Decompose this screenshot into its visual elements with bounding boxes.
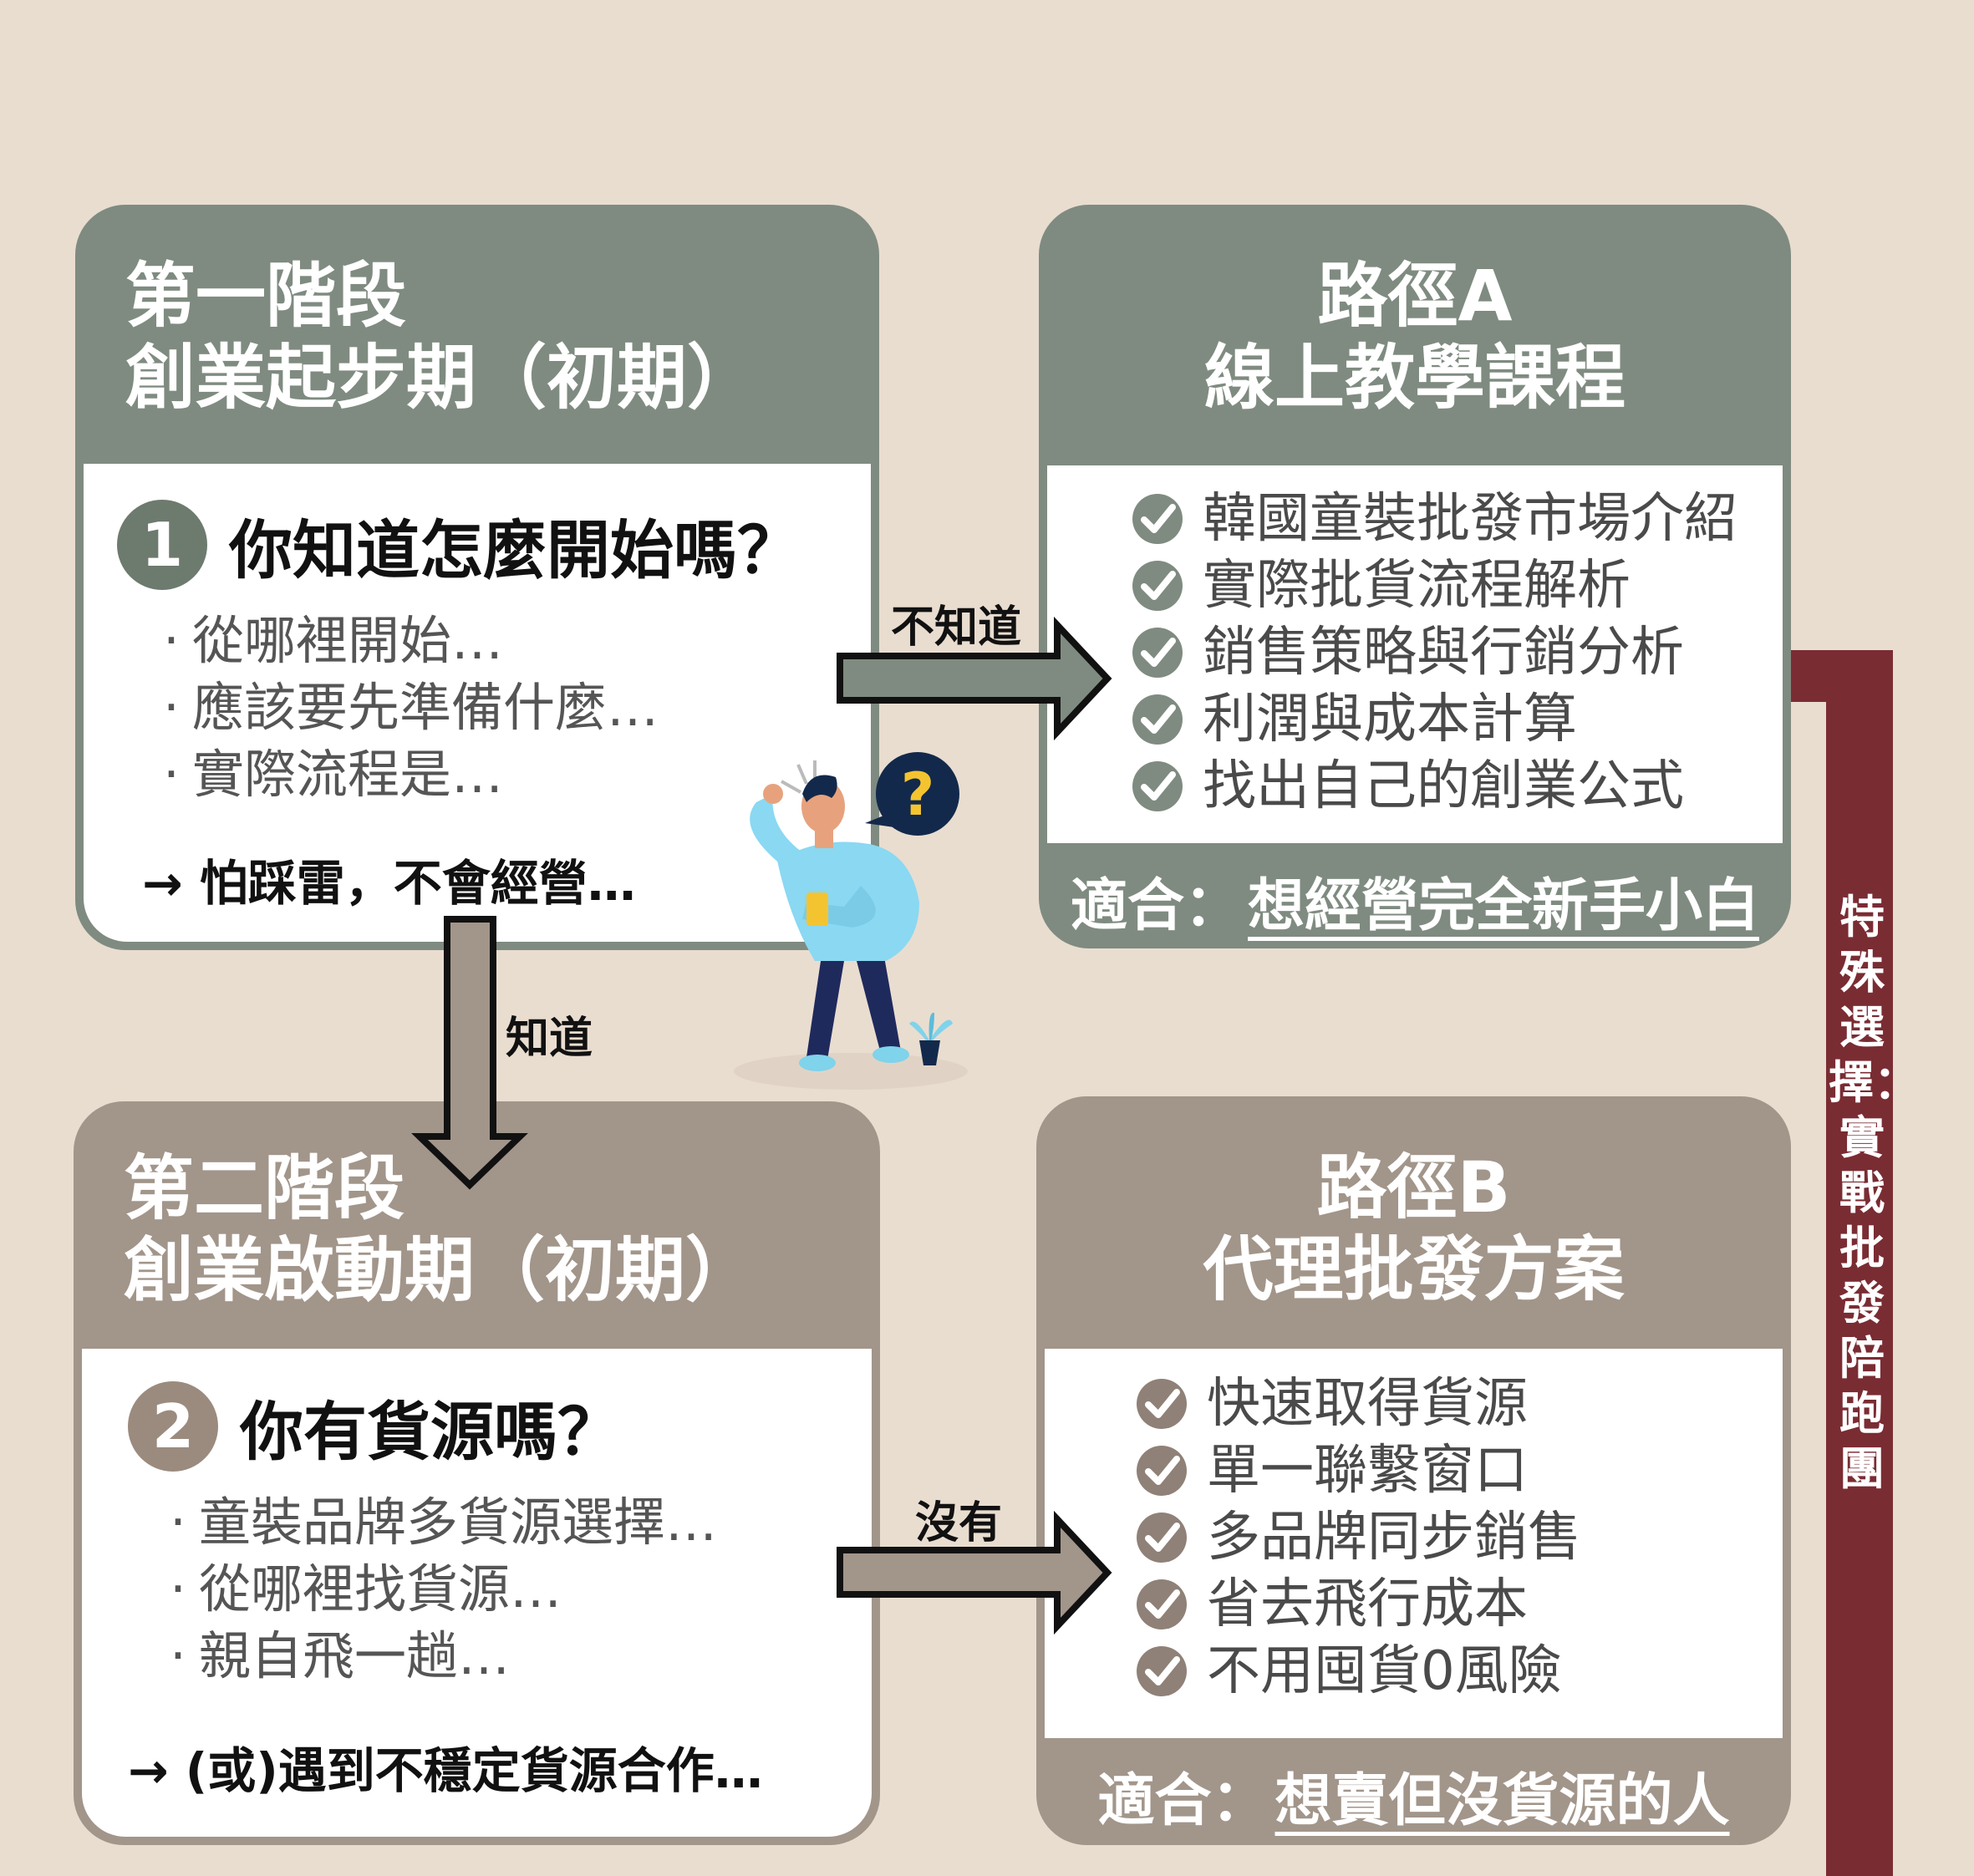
arrow-label-dont-know: 不知道: [891, 602, 1022, 653]
path-a-card: 路徑A 線上教學課程 韓國童裝批發市場介紹 實際批貨流程解析 銷售策略與行銷分析…: [1039, 205, 1791, 948]
special-option-label: 特殊選擇：實戰批發陪跑團: [1829, 891, 1919, 1495]
list-item: 省去飛行成本: [1135, 1571, 1581, 1638]
stage2-subtitle: 創業啟動期（初期）: [124, 1229, 756, 1311]
path-a-body: 韓國童裝批發市場介紹 實際批貨流程解析 銷售策略與行銷分析 利潤與成本計算 找出…: [1047, 465, 1783, 843]
path-b-header: 路徑B 代理批發方案: [1036, 1096, 1791, 1347]
step-number-2: 2: [128, 1381, 218, 1472]
path-b-item-text: 不用囤貨0風險: [1207, 1640, 1562, 1702]
list-item: 從哪裡找貨源…: [157, 1556, 717, 1623]
path-a-item-text: 韓國童裝批發市場介紹: [1203, 488, 1737, 550]
list-item: 韓國童裝批發市場介紹: [1131, 486, 1737, 552]
path-a-item-text: 實際批貨流程解析: [1203, 555, 1631, 617]
path-a-fit: 適合：想經營完全新手小白: [1039, 852, 1791, 948]
list-item: 單一聯繫窗口: [1135, 1437, 1581, 1504]
check-circle-icon: [1132, 561, 1183, 611]
path-a-fit-label: 適合：: [1070, 873, 1241, 939]
check-circle-icon: [1132, 494, 1183, 544]
path-b-fit-label: 適合：: [1097, 1767, 1269, 1834]
path-a-title: 路徑A: [1317, 255, 1513, 337]
list-item: 親自飛一趟…: [157, 1623, 717, 1690]
path-b-item-text: 省去飛行成本: [1207, 1574, 1528, 1635]
arrow-label-no: 沒有: [915, 1498, 1003, 1548]
list-item: 實際批貨流程解析: [1131, 552, 1737, 619]
stage2-question: 你有貨源嗎？: [240, 1395, 621, 1469]
stage2-card: 第二階段 創業啟動期（初期） 2 你有貨源嗎？ 童裝品牌多貨源選擇… 從哪裡找貨…: [74, 1101, 880, 1845]
path-b-fit-value: 想賣但沒貨源的人: [1274, 1767, 1730, 1834]
list-item: 實際流程是…: [150, 741, 659, 808]
stage1-card: 第一階段 創業起步期（初期） 1 你知道怎麼開始嗎？ 從哪裡開始… 應該要先準備…: [75, 205, 879, 950]
list-item: 利潤與成本計算: [1131, 686, 1737, 753]
path-a-item-text: 找出自己的創業公式: [1203, 755, 1684, 817]
path-a-item-text: 利潤與成本計算: [1203, 689, 1577, 750]
stage1-conclusion: → 怕踩雷，不會經營…: [142, 855, 636, 912]
list-item: 不用囤貨0風險: [1135, 1638, 1581, 1705]
stage2-title: 第二階段: [124, 1147, 405, 1229]
stage1-body: 1 你知道怎麼開始嗎？ 從哪裡開始… 應該要先準備什麼… 實際流程是… → 怕踩…: [84, 464, 871, 942]
list-item: 多品牌同步銷售: [1135, 1504, 1581, 1571]
list-item: 應該要先準備什麼…: [150, 674, 659, 741]
path-b-item-text: 快速取得貨源: [1207, 1373, 1528, 1435]
stage1-question: 你知道怎麼開始嗎？: [229, 513, 801, 587]
list-item: 快速取得貨源: [1135, 1370, 1581, 1437]
path-b-body: 快速取得貨源 單一聯繫窗口 多品牌同步銷售 省去飛行成本 不用囤貨0風險: [1045, 1349, 1783, 1738]
path-b-fit: 適合：想賣但沒貨源的人: [1036, 1745, 1791, 1845]
path-b-checklist: 快速取得貨源 單一聯繫窗口 多品牌同步銷售 省去飛行成本 不用囤貨0風險: [1135, 1370, 1581, 1705]
check-circle-icon: [1137, 1579, 1187, 1629]
check-circle-icon: [1137, 1646, 1187, 1696]
check-circle-icon: [1137, 1512, 1187, 1563]
check-circle-icon: [1132, 628, 1183, 678]
stage2-body: 2 你有貨源嗎？ 童裝品牌多貨源選擇… 從哪裡找貨源… 親自飛一趟… → (或)…: [82, 1349, 872, 1837]
path-b-item-text: 單一聯繫窗口: [1207, 1440, 1528, 1502]
step-number-1: 1: [117, 500, 207, 590]
arrow-label-know: 知道: [506, 1014, 593, 1064]
list-item: 找出自己的創業公式: [1131, 753, 1737, 820]
path-a-subtitle: 線上教學課程: [1203, 337, 1625, 419]
list-item: 童裝品牌多貨源選擇…: [157, 1489, 717, 1556]
stage2-question-row: 2 你有貨源嗎？: [128, 1380, 621, 1472]
stage1-header: 第一階段 創業起步期（初期）: [75, 205, 879, 462]
check-circle-icon: [1137, 1379, 1187, 1429]
stage2-conclusion: → (或)遇到不穩定貨源合作…: [128, 1742, 763, 1799]
path-a-header: 路徑A 線上教學課程: [1039, 205, 1791, 464]
path-b-item-text: 多品牌同步銷售: [1207, 1507, 1581, 1568]
list-item: 從哪裡開始…: [150, 608, 659, 674]
stage1-subtitle: 創業起步期（初期）: [125, 337, 758, 419]
stage1-title: 第一階段: [125, 255, 407, 337]
path-b-title: 路徑B: [1316, 1146, 1511, 1228]
path-a-fit-value: 想經營完全新手小白: [1248, 873, 1760, 939]
check-circle-icon: [1132, 761, 1183, 811]
stage1-bullets: 從哪裡開始… 應該要先準備什麼… 實際流程是…: [150, 608, 659, 808]
check-circle-icon: [1137, 1446, 1187, 1496]
stage2-header: 第二階段 創業啟動期（初期）: [74, 1101, 880, 1344]
path-a-item-text: 銷售策略與行銷分析: [1203, 622, 1684, 684]
list-item: 銷售策略與行銷分析: [1131, 619, 1737, 686]
path-b-subtitle: 代理批發方案: [1203, 1228, 1625, 1310]
check-circle-icon: [1132, 694, 1183, 745]
path-b-card: 路徑B 代理批發方案 快速取得貨源 單一聯繫窗口 多品牌同步銷售 省去飛行成本 …: [1036, 1096, 1791, 1845]
stage1-question-row: 1 你知道怎麼開始嗎？: [117, 499, 801, 591]
path-a-checklist: 韓國童裝批發市場介紹 實際批貨流程解析 銷售策略與行銷分析 利潤與成本計算 找出…: [1131, 486, 1737, 820]
stage2-bullets: 童裝品牌多貨源選擇… 從哪裡找貨源… 親自飛一趟…: [157, 1489, 717, 1690]
